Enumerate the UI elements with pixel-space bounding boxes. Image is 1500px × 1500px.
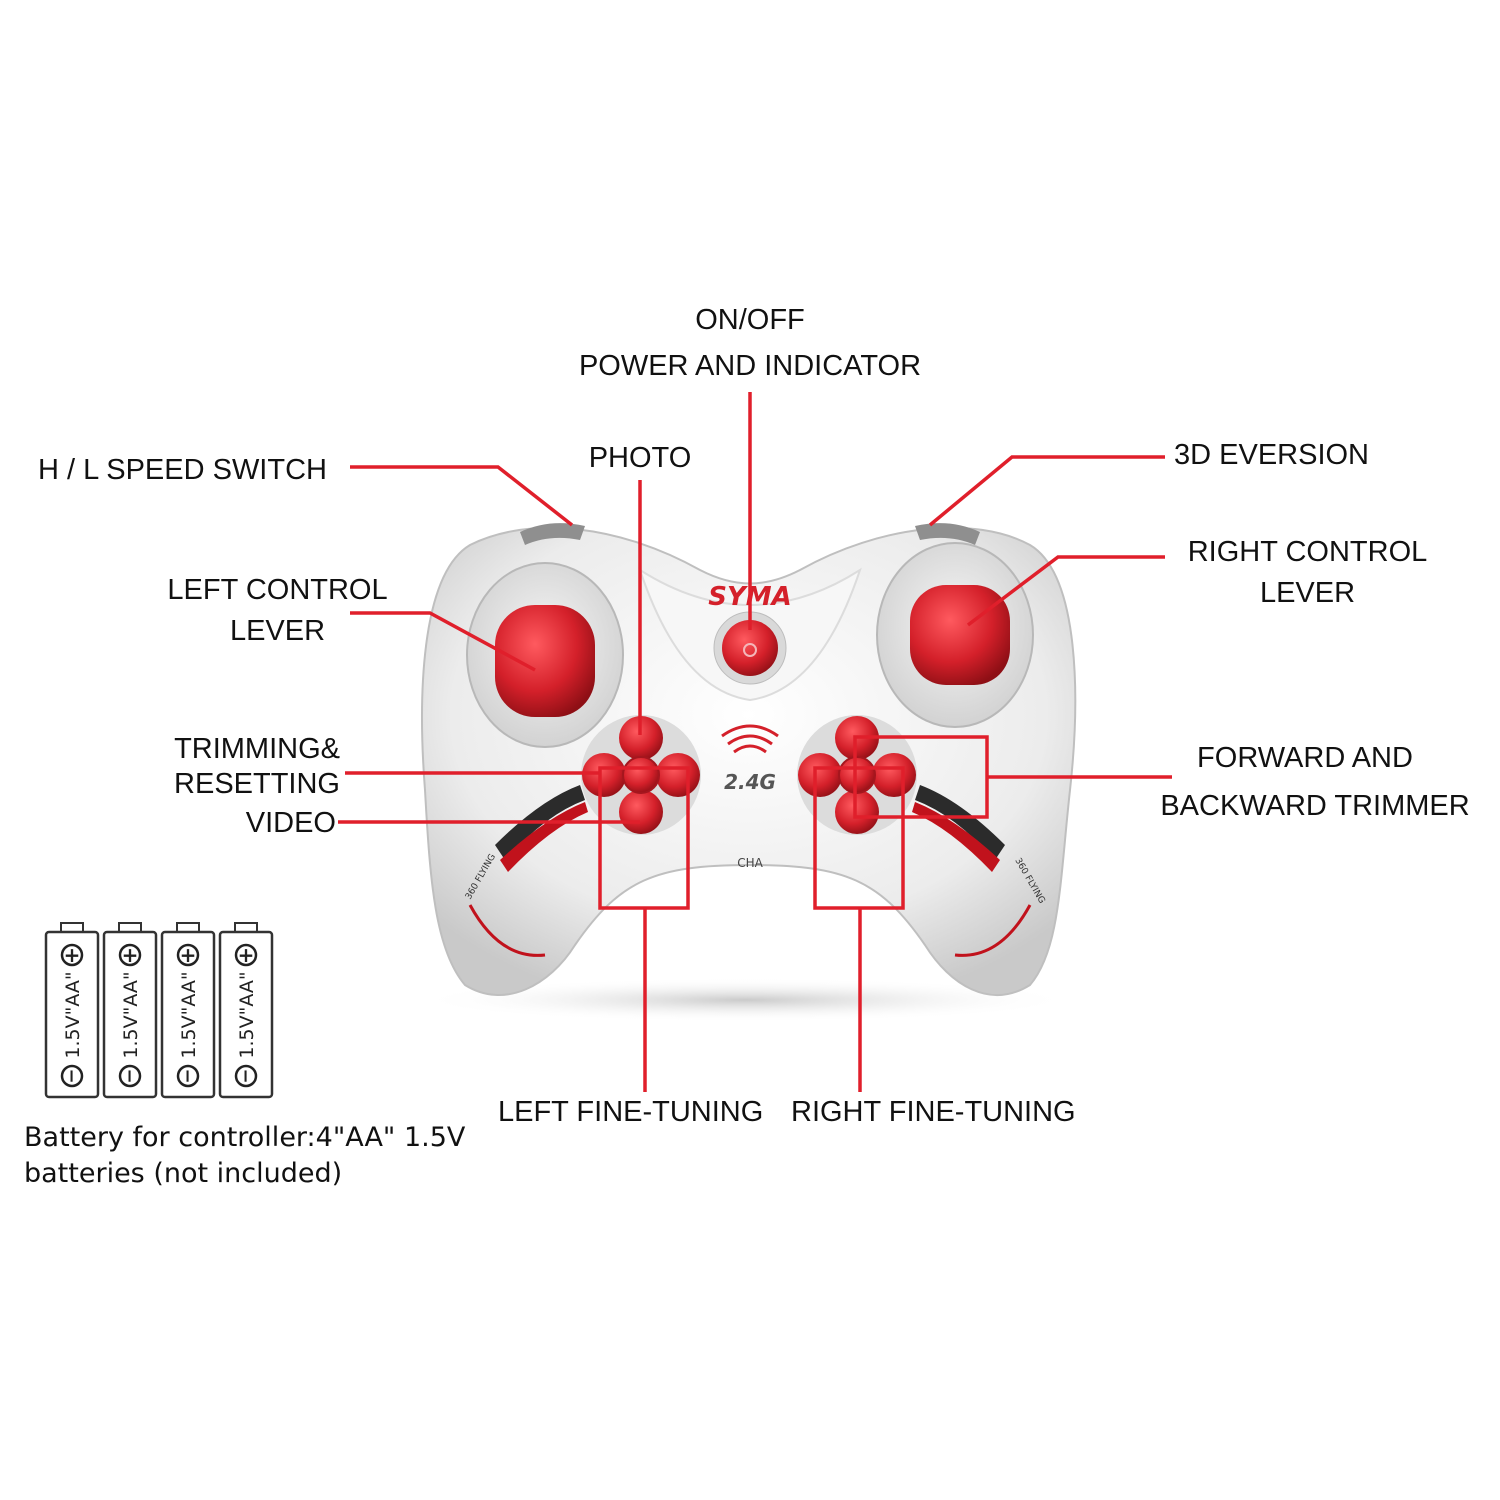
plus-sign: + xyxy=(122,943,139,967)
speed-switch-label: H / L SPEED SWITCH xyxy=(38,454,327,486)
minus-sign: − xyxy=(177,1068,198,1083)
battery-rating: 1.5V"AA" xyxy=(178,971,200,1058)
minus-sign: − xyxy=(235,1068,256,1083)
right-fine-tune-right[interactable] xyxy=(872,753,916,797)
aa-battery: +1.5V"AA" − xyxy=(102,922,158,1099)
aa-battery: +1.5V"AA" − xyxy=(160,922,216,1099)
wireless-icon xyxy=(721,724,779,754)
right-control-lever[interactable] xyxy=(910,585,1010,685)
photo-button[interactable] xyxy=(619,716,663,760)
battery-rating: 1.5V"AA" xyxy=(62,971,84,1058)
on-off-label: ON/OFF POWER AND INDICATOR xyxy=(578,304,922,382)
trimming-label: TRIMMING&RESETTING xyxy=(174,733,340,801)
callout-eversion xyxy=(928,455,1165,527)
left-swoosh-red xyxy=(500,802,588,872)
callout-lines xyxy=(338,392,1172,1092)
eversion-label: 3D EVERSION xyxy=(1174,439,1369,471)
aa-battery: +1.5V"AA" − xyxy=(218,922,274,1099)
power-indicator-icon xyxy=(743,643,757,657)
minus-icon xyxy=(118,1064,142,1088)
battery-rating: 1.5V"AA" xyxy=(120,971,142,1058)
eversion-bumper[interactable] xyxy=(915,523,980,545)
right-fine-tuning-label: RIGHT FINE-TUNING xyxy=(791,1096,1076,1128)
callout-speed-switch xyxy=(350,465,574,527)
minus-sign: − xyxy=(61,1068,82,1083)
plus-icon xyxy=(176,943,200,967)
right-swoosh-red xyxy=(912,802,1000,872)
eversion-button[interactable] xyxy=(838,756,876,794)
right-grip-trim xyxy=(954,904,1032,957)
plus-sign: + xyxy=(180,943,197,967)
left-fine-tuning-label: LEFT FINE-TUNING xyxy=(498,1096,764,1128)
callout-left-lever xyxy=(350,611,536,672)
plus-icon xyxy=(234,943,258,967)
plus-icon xyxy=(118,943,142,967)
video-button[interactable] xyxy=(619,790,663,834)
right-swoosh xyxy=(915,785,1005,860)
channel-label: CHA xyxy=(737,856,763,870)
speed-switch-bumper[interactable] xyxy=(520,523,585,545)
left-fine-tune-left[interactable] xyxy=(582,753,626,797)
power-button[interactable] xyxy=(722,620,778,676)
plus-icon xyxy=(60,943,84,967)
minus-icon xyxy=(176,1064,200,1088)
aa-battery: +1.5V"AA" − xyxy=(44,922,100,1099)
left-grip-trim xyxy=(468,904,546,957)
minus-icon xyxy=(234,1064,258,1088)
left-fine-tune-right[interactable] xyxy=(656,753,700,797)
battery-group: +1.5V"AA" − +1.5V"AA" − +1.5V"AA" − +1.5V"AA" − xyxy=(44,922,274,1099)
backward-trim-button[interactable] xyxy=(835,790,879,834)
photo-label: PHOTO xyxy=(588,442,692,474)
ok-button[interactable] xyxy=(622,756,660,794)
controller-shadow xyxy=(415,978,1075,1022)
signal-band-label: 2.4G xyxy=(724,770,776,794)
minus-sign: − xyxy=(119,1068,140,1083)
callout-right-lever xyxy=(966,555,1165,627)
battery-rating: 1.5V"AA" xyxy=(236,971,258,1058)
plus-sign: + xyxy=(238,943,255,967)
left-control-lever[interactable] xyxy=(495,605,595,717)
minus-icon xyxy=(60,1064,84,1088)
right-fine-tune-left[interactable] xyxy=(798,753,842,797)
video-label: VIDEO xyxy=(245,807,336,839)
plus-sign: + xyxy=(64,943,81,967)
